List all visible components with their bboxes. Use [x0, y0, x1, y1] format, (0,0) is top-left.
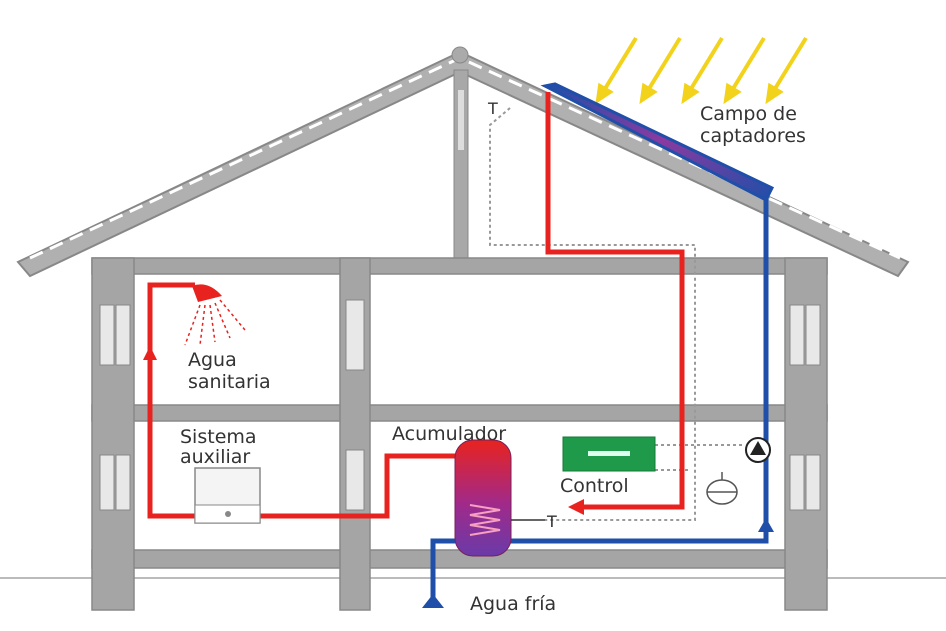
hot-flow-arrow — [143, 346, 157, 360]
hot-pipe — [147, 92, 685, 519]
label-aux-system-2: auxiliar — [180, 446, 250, 468]
label-hot-water-1: Agua — [188, 349, 237, 371]
control-unit — [562, 436, 656, 472]
sun-rays-icon — [595, 36, 808, 105]
control-wiring — [489, 107, 745, 521]
storage-tank — [454, 439, 545, 557]
label-tank: Acumulador — [392, 423, 506, 445]
label-collectors-2: captadores — [700, 125, 806, 147]
cold-flow-arrow — [758, 518, 774, 532]
label-hot-water-2: sanitaria — [188, 371, 271, 393]
shower-head-icon — [184, 284, 246, 346]
heat-exchanger-coil — [469, 504, 501, 536]
cold-pipe — [430, 196, 769, 598]
windows — [99, 299, 821, 511]
label-aux-system-1: Sistema — [180, 426, 257, 448]
pump-icon — [745, 437, 771, 463]
label-collectors-1: Campo de — [700, 103, 797, 125]
cold-inlet-arrow — [422, 594, 444, 608]
label-cold-water: Agua fría — [470, 593, 556, 615]
label-sensor-roof: T — [487, 99, 498, 118]
solar-collector — [540, 82, 775, 203]
auxiliary-heater — [194, 467, 261, 524]
label-sensor-tank: T — [546, 512, 557, 531]
expansion-vessel-icon — [706, 472, 738, 505]
hot-flow-arrow — [568, 499, 584, 515]
label-control: Control — [560, 475, 629, 497]
